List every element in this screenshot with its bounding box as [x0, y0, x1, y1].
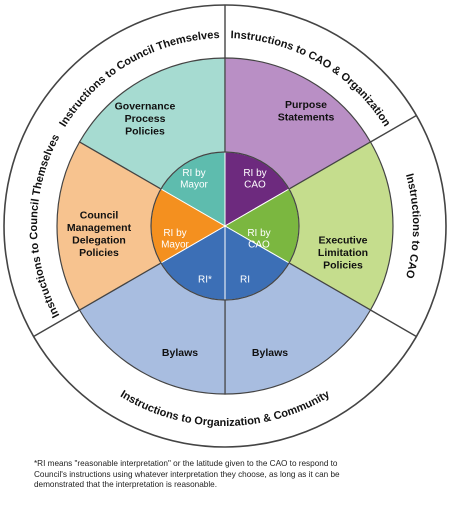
ring-divider — [33, 309, 80, 338]
ring-dividers — [33, 5, 417, 338]
footnote-line: Council's instructions using whatever in… — [34, 469, 340, 479]
footnote: *RI means "reasonable interpretation" or… — [34, 459, 430, 491]
segment-bylaws-left-label: Bylaws — [162, 347, 198, 359]
segment-council-management-delegation — [56, 141, 227, 311]
core-ri-bottom-right-label: RI — [240, 275, 250, 286]
ring-divider — [370, 309, 417, 338]
segment-executive-limitation — [223, 141, 394, 311]
ring-divider — [370, 114, 417, 143]
core-ri-bottom-left-label: RI* — [198, 275, 212, 286]
footnote-line: *RI means "reasonable interpretation" or… — [34, 459, 338, 468]
inner-core — [150, 151, 300, 301]
inner-core-outline — [150, 151, 300, 301]
footnote-line: demonstrated that the interpretation is … — [34, 480, 217, 489]
segment-bylaws-right-label: Bylaws — [252, 347, 288, 359]
